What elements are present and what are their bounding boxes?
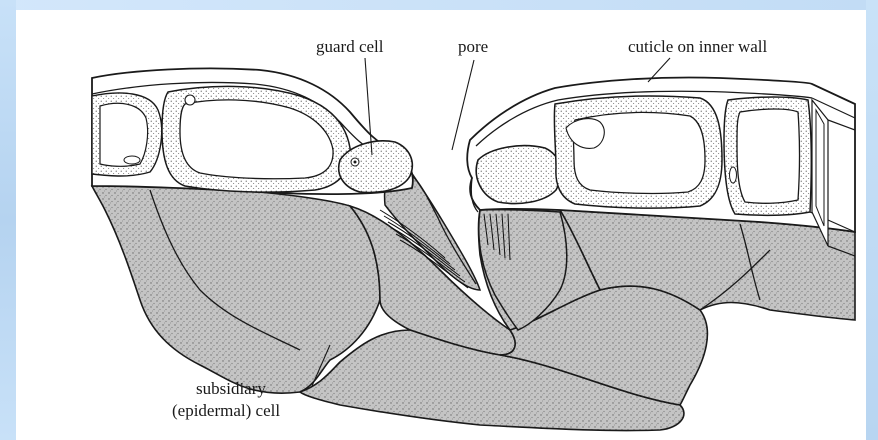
guard-cell-right — [476, 146, 561, 204]
leader-pore — [452, 60, 474, 150]
label-guard-cell-text: guard cell — [316, 37, 384, 56]
frame-right — [866, 0, 878, 440]
label-subsidiary-line1: subsidiary — [196, 379, 266, 398]
diagram-canvas: guard cell pore cuticle on inner wall su… — [16, 10, 866, 440]
label-cuticle-text: cuticle on inner wall — [628, 37, 768, 56]
frame-left — [0, 0, 16, 440]
stoma-diagram: guard cell pore cuticle on inner wall su… — [16, 10, 866, 440]
label-pore-text: pore — [458, 37, 488, 56]
subsidiary-cell-left — [92, 185, 380, 393]
label-cuticle: cuticle on inner wall — [628, 37, 768, 82]
frame-top — [0, 0, 878, 10]
label-subsidiary-line2: (epidermal) cell — [172, 401, 280, 420]
